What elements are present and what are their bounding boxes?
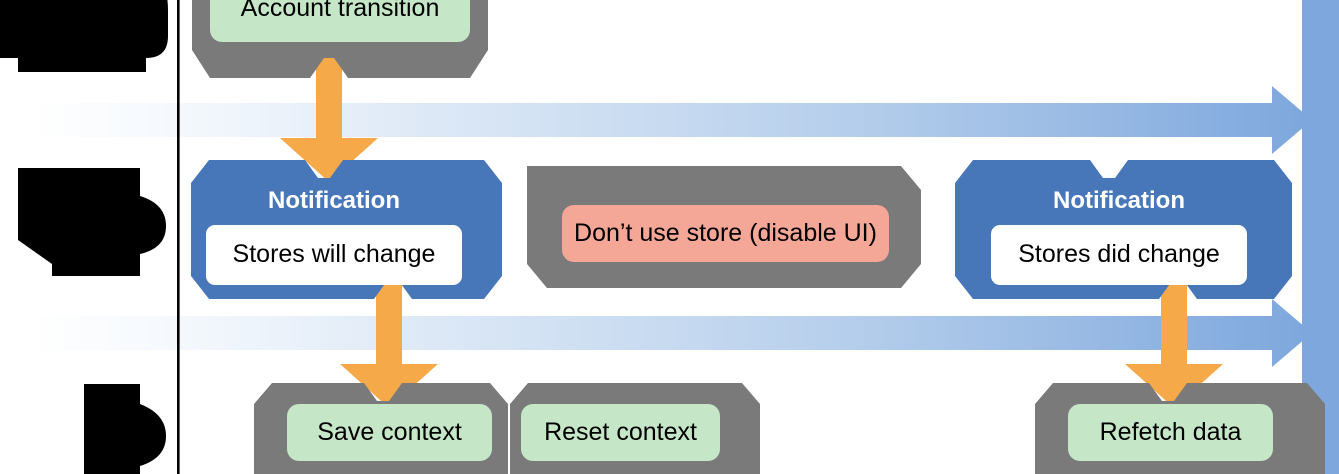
reset-context-chip[interactable]: [521, 404, 720, 461]
node-stores-will-change[interactable]: [191, 160, 502, 299]
arrow-will-change-to-save-context: [340, 262, 438, 408]
node-refetch-data-group[interactable]: [1035, 383, 1325, 474]
redacted-label-1: [0, 0, 168, 72]
account-transition-chip[interactable]: [210, 0, 470, 42]
redacted-label-3: [84, 384, 166, 474]
node-stores-did-change[interactable]: [955, 160, 1292, 299]
timeline-band-1: [30, 86, 1312, 154]
refetch-data-chip[interactable]: [1068, 404, 1273, 461]
node-reset-context-group[interactable]: [510, 383, 760, 474]
vertical-rule: [177, 0, 180, 474]
arrow-did-change-to-refetch: [1125, 262, 1223, 408]
timeline-band-2: [30, 299, 1312, 367]
redacted-label-2: [18, 168, 166, 276]
node-dont-use-store[interactable]: [527, 166, 921, 288]
stores-will-change-panel[interactable]: [206, 225, 462, 285]
save-context-chip[interactable]: [287, 404, 492, 461]
node-save-context-group[interactable]: [254, 383, 508, 474]
dont-use-store-chip[interactable]: [562, 205, 889, 262]
stores-did-change-panel[interactable]: [991, 225, 1247, 285]
node-account-transition[interactable]: [192, 0, 488, 78]
arrow-account-to-will-change: [280, 30, 378, 182]
